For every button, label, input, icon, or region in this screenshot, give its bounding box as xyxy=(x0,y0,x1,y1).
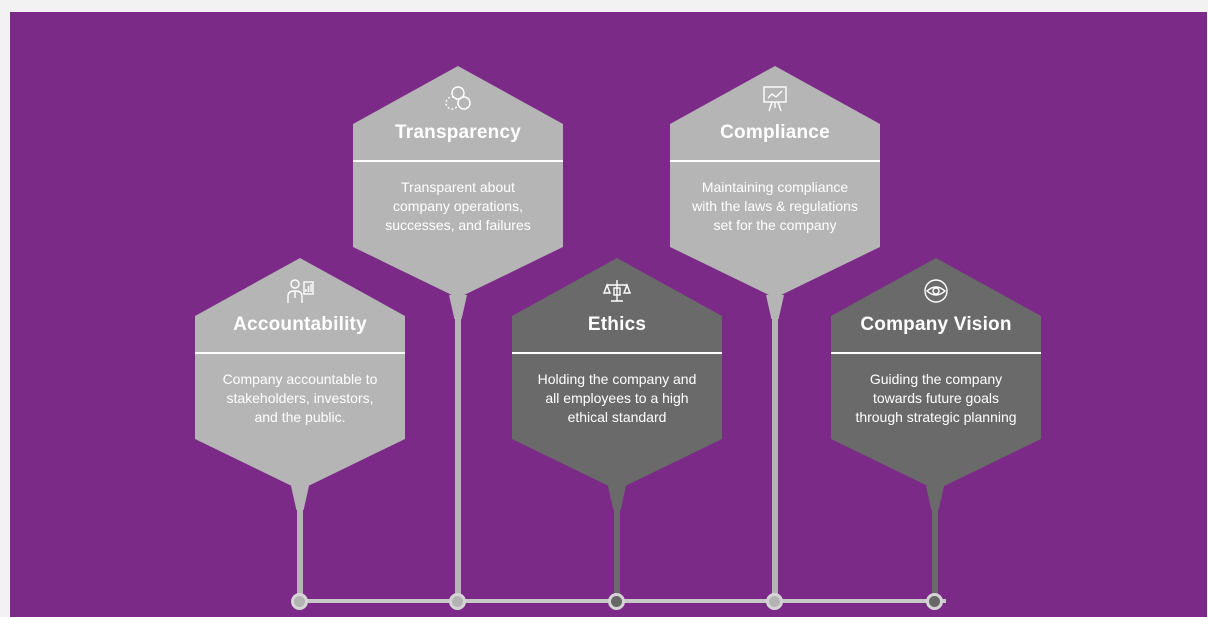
neck-company-vision xyxy=(926,486,944,510)
card-divider xyxy=(195,352,405,354)
card-description: Company accountable to stakeholders, inv… xyxy=(222,371,378,425)
card-divider xyxy=(353,160,563,162)
stem-company-vision xyxy=(932,482,938,600)
card-compliance: Compliance Maintaining compliance with t… xyxy=(670,66,880,298)
card-title: Company Vision xyxy=(860,314,1012,335)
stem-accountability xyxy=(297,482,303,600)
stem-compliance xyxy=(772,292,778,600)
card-description: Transparent about company operations, su… xyxy=(385,179,531,233)
presentation-board-icon xyxy=(763,86,787,112)
neck-accountability xyxy=(291,486,309,510)
card-divider xyxy=(831,352,1041,354)
overlapping-circles-icon xyxy=(445,86,471,110)
timeline-node-compliance xyxy=(766,593,783,610)
card-accountability: Accountability Company accountable to st… xyxy=(195,258,405,490)
neck-ethics xyxy=(608,486,626,510)
card-title: Compliance xyxy=(720,122,830,143)
timeline-node-transparency xyxy=(449,593,466,610)
businessman-chart-icon xyxy=(287,279,314,303)
card-divider xyxy=(512,352,722,354)
card-title: Ethics xyxy=(587,314,647,335)
card-company-vision: Company Vision Guiding the company towar… xyxy=(831,258,1041,490)
neck-compliance xyxy=(766,295,784,319)
card-description: Holding the company and all employees to… xyxy=(537,371,697,425)
card-title: Transparency xyxy=(395,122,521,143)
card-ethics: Ethics Holding the company and all emplo… xyxy=(512,258,722,490)
stem-transparency xyxy=(455,292,461,600)
card-transparency: Transparency Transparent about company o… xyxy=(353,66,563,298)
diagram-slide: Accountability Company accountable to st… xyxy=(10,12,1207,617)
neck-transparency xyxy=(449,295,467,319)
stem-ethics xyxy=(614,482,620,600)
card-divider xyxy=(670,160,880,162)
card-title: Accountability xyxy=(233,314,367,335)
timeline-node-ethics xyxy=(608,593,625,610)
scales-of-justice-icon xyxy=(602,280,632,302)
timeline-node-accountability xyxy=(291,593,308,610)
card-description: Maintaining compliance with the laws & r… xyxy=(692,179,858,233)
timeline-node-company-vision xyxy=(926,593,943,610)
card-description: Guiding the company towards future goals… xyxy=(855,371,1017,425)
eye-vision-icon xyxy=(924,279,948,303)
